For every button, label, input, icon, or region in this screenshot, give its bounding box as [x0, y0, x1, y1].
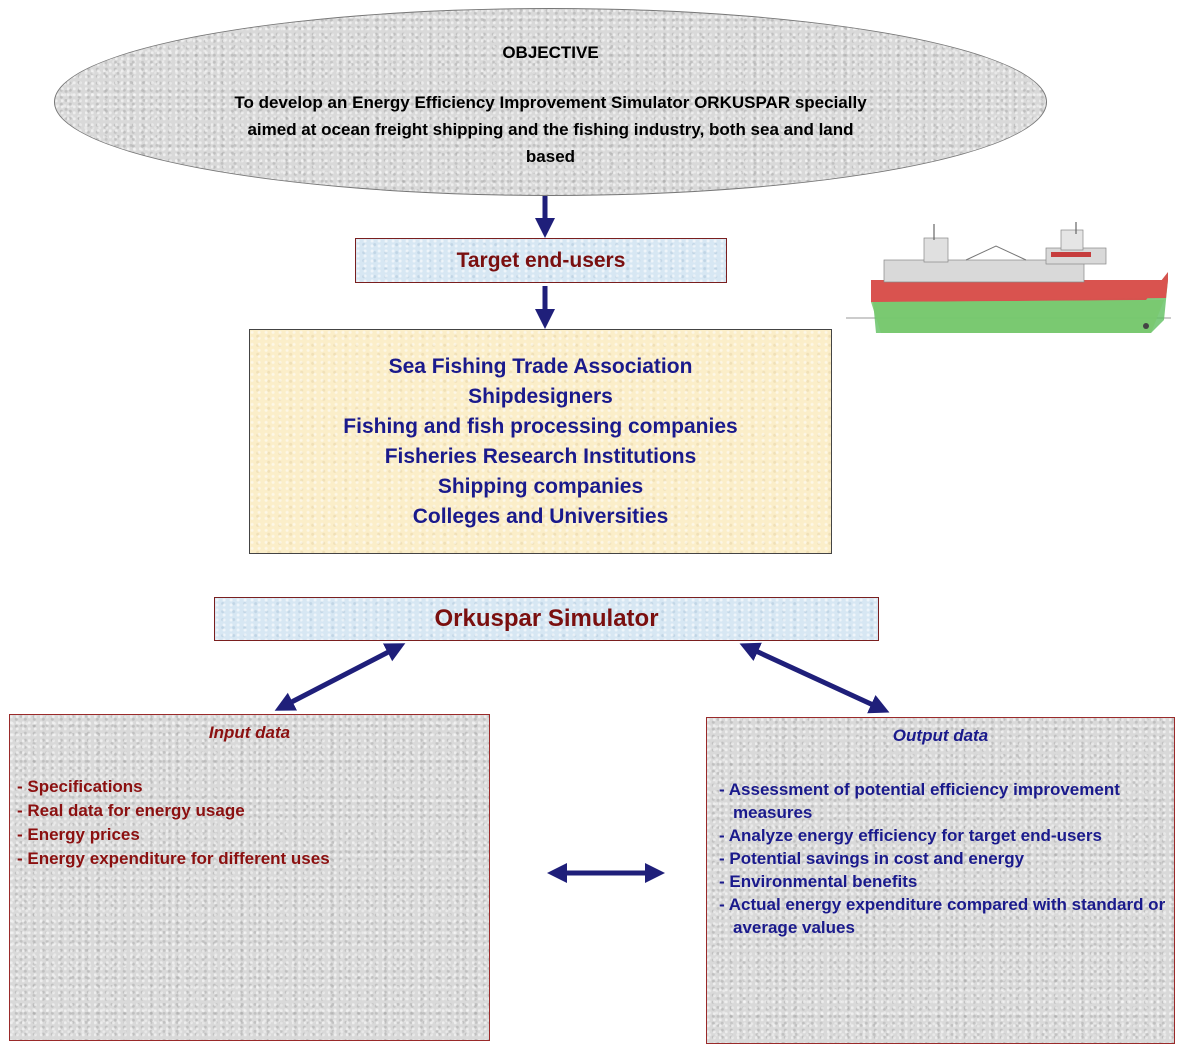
objective-text: To develop an Energy Efficiency Improvem…: [234, 93, 867, 166]
arrow-simulator-input: [274, 643, 406, 711]
list-item: - Energy expenditure for different uses: [17, 849, 330, 868]
fishing-vessel-image: [846, 222, 1171, 333]
end-user-item: Fishing and fish processing companies: [343, 414, 738, 438]
end-user-item: Sea Fishing Trade Association: [388, 354, 693, 378]
output-data-list: - Assessment of potential efficiency imp…: [707, 778, 1174, 939]
orkuspar-simulator-box: Orkuspar Simulator: [214, 597, 879, 641]
end-user-item: Fisheries Research Institutions: [384, 444, 697, 468]
objective-ellipse: OBJECTIVE To develop an Energy Efficienc…: [54, 8, 1047, 196]
list-item: - Energy prices: [17, 825, 140, 844]
list-item: - Assessment of potential efficiency imp…: [719, 780, 1120, 822]
input-data-title: Input data: [208, 723, 291, 742]
list-item: - Potential savings in cost and energy: [719, 849, 1025, 868]
list-item: - Specifications: [17, 777, 143, 796]
input-data-list: - Specifications - Real data for energy …: [10, 775, 489, 871]
simulator-label: Orkuspar Simulator: [434, 605, 659, 632]
target-end-users-label: Target end-users: [456, 248, 626, 272]
end-users-box: Sea Fishing Trade Association Shipdesign…: [249, 329, 832, 554]
arrow-simulator-output: [739, 642, 890, 714]
list-item: - Environmental benefits: [719, 872, 918, 891]
list-item: - Actual energy expenditure compared wit…: [719, 895, 1166, 937]
input-data-box: Input data - Specifications - Real data …: [9, 714, 490, 1041]
output-data-box: Output data - Assessment of potential ef…: [706, 717, 1175, 1044]
output-data-title: Output data: [892, 726, 989, 745]
end-user-item: Shipdesigners: [468, 384, 613, 408]
list-item: - Real data for energy usage: [17, 801, 245, 820]
end-user-item: Shipping companies: [437, 474, 644, 498]
target-end-users-box: Target end-users: [355, 238, 727, 283]
objective-heading: OBJECTIVE: [502, 43, 599, 62]
list-item: - Analyze energy efficiency for target e…: [719, 826, 1102, 845]
end-user-item: Colleges and Universities: [412, 504, 669, 528]
